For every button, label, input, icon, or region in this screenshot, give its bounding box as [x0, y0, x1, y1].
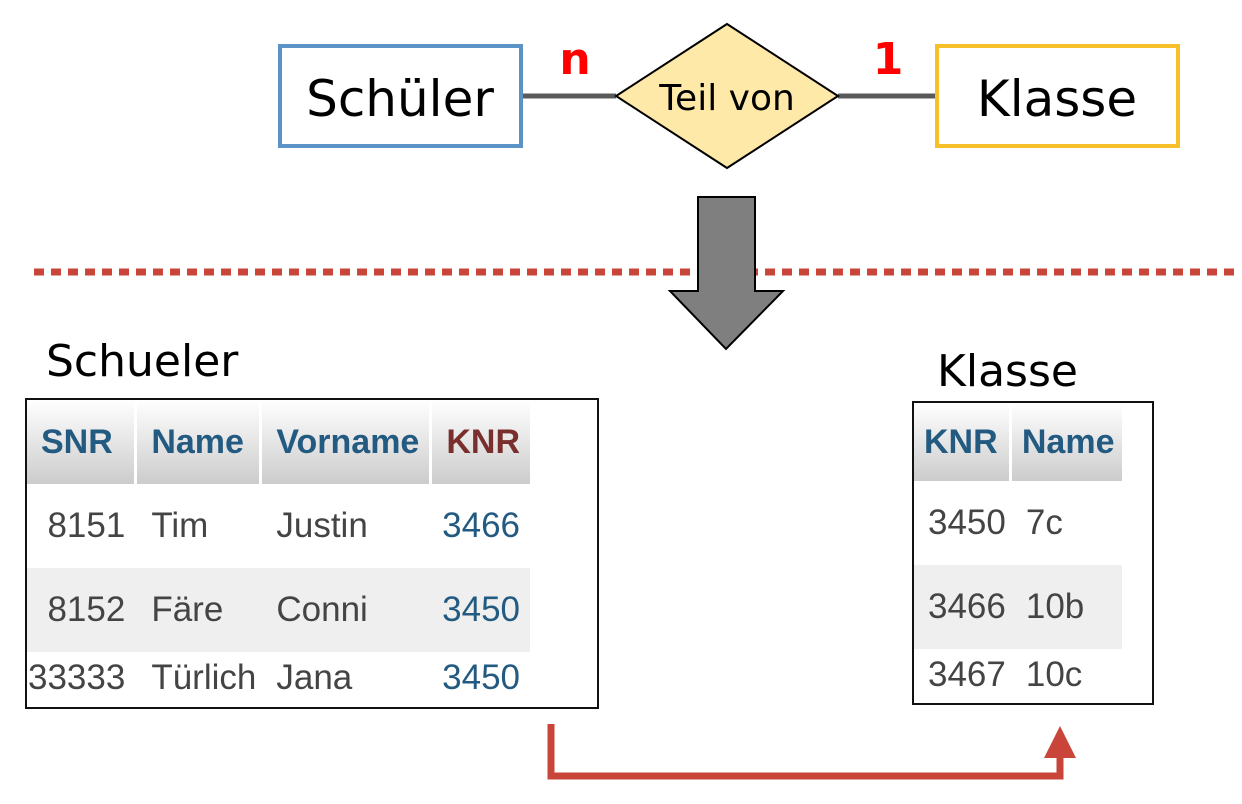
- klasse-table-title: Klasse: [937, 346, 1078, 397]
- table-cell: Färe: [137, 568, 263, 652]
- table-cell: 8152: [27, 568, 138, 652]
- table-cell: 8151: [47, 506, 126, 545]
- foreign-key-arrowhead-icon: [1044, 726, 1076, 758]
- column-header: Vorname: [262, 400, 433, 484]
- table-cell: 3450: [928, 503, 1006, 542]
- table-row: 3467 10c: [914, 649, 1122, 703]
- column-header-foreign-key: KNR: [432, 400, 531, 484]
- table-row: 8151 Tim Justin 3466: [27, 484, 530, 568]
- table-cell: 3467: [928, 655, 1006, 694]
- foreign-key-arrow: [547, 724, 1064, 780]
- table-cell: 3466: [442, 506, 521, 545]
- transform-arrow-icon: [667, 196, 786, 351]
- table-cell: 3450: [432, 568, 531, 652]
- entity-schueler-box: [278, 44, 523, 148]
- column-header: Name: [137, 400, 263, 484]
- entity-klasse-label: Klasse: [977, 70, 1137, 128]
- table-cell: 3466: [914, 565, 1012, 649]
- schueler-table: SNR Name Vorname KNR 8151 Tim Justin 346…: [25, 398, 599, 709]
- column-header: Name: [1011, 403, 1123, 481]
- table-cell: Jana: [276, 658, 353, 697]
- relationship-diamond: [614, 22, 840, 170]
- table-cell: Conni: [262, 568, 433, 652]
- table-cell: Türlich: [151, 658, 257, 697]
- cardinality-n: n: [559, 34, 590, 85]
- table-cell: 10b: [1011, 565, 1123, 649]
- entity-klasse-box: [935, 44, 1180, 148]
- table-row: 3450 7c: [914, 481, 1122, 565]
- entity-schueler-label: Schüler: [306, 70, 494, 128]
- klasse-table: KNR Name 3450 7c 3466 10b 3467 10c: [912, 401, 1154, 705]
- table-cell: 7c: [1025, 503, 1063, 542]
- table-row: 8152 Färe Conni 3450: [27, 568, 531, 652]
- table-cell: 10c: [1025, 655, 1083, 694]
- column-header: SNR: [27, 400, 138, 484]
- table-header-row: KNR Name: [914, 403, 1123, 481]
- cardinality-1: 1: [873, 34, 904, 85]
- table-header-row: SNR Name Vorname KNR: [27, 400, 531, 484]
- table-row: 33333 Türlich Jana 3450: [27, 652, 530, 707]
- column-header: KNR: [914, 403, 1012, 481]
- table-row: 3466 10b: [914, 565, 1123, 649]
- table-cell: 3450: [442, 658, 521, 697]
- table-cell: 33333: [28, 658, 126, 697]
- relationship-label: Teil von: [658, 78, 795, 119]
- schueler-table-title: Schueler: [46, 336, 239, 387]
- table-cell: Tim: [151, 506, 209, 545]
- table-cell: Justin: [276, 506, 368, 545]
